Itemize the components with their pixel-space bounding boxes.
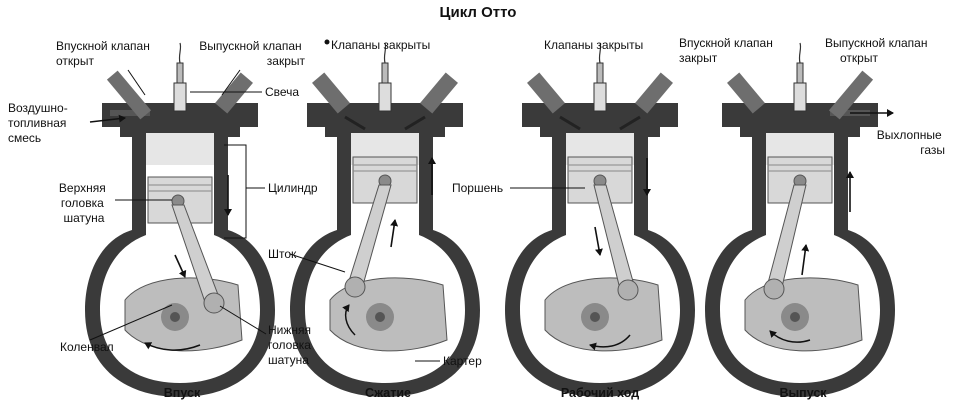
caption-exhaust: Выпуск bbox=[779, 386, 827, 400]
engine-compression bbox=[289, 42, 481, 398]
caption-power: Рабочий ход bbox=[561, 386, 639, 400]
label-piston: Поршень bbox=[452, 181, 503, 195]
engine-intake bbox=[84, 42, 276, 398]
label-crankshaft: Коленвал bbox=[60, 340, 114, 354]
label-valves-closed-2: Клапаны закрыты bbox=[544, 38, 643, 52]
label-exhaust-valve-closed: Выпускной клапан закрыт bbox=[199, 39, 305, 68]
leader-big-end bbox=[219, 305, 267, 335]
leader-crankshaft bbox=[89, 304, 173, 341]
label-spark-plug: Свеча bbox=[265, 85, 299, 99]
arrow-air-fuel bbox=[89, 114, 126, 123]
diagram-title: Цикл Отто bbox=[440, 4, 517, 21]
leader-rod bbox=[289, 253, 346, 273]
leader-exhaust-valve bbox=[221, 69, 241, 96]
label-cylinder: Цилиндр bbox=[268, 181, 318, 195]
cylinder-bracket bbox=[224, 144, 247, 239]
label-small-end: Верхняя головка шатуна bbox=[59, 181, 109, 225]
label-intake-valve-closed: Впускной клапан закрыт bbox=[679, 36, 776, 65]
caption-compression: Сжатие bbox=[365, 386, 411, 400]
label-rod: Шток bbox=[268, 247, 297, 261]
label-big-end: Нижняя головка шатуна bbox=[268, 323, 314, 367]
caption-intake: Впуск bbox=[164, 386, 201, 400]
leader-intake-valve bbox=[127, 69, 146, 96]
dot-valves-closed bbox=[324, 39, 330, 45]
label-intake-valve-open: Впускной клапан открыт bbox=[56, 39, 153, 68]
label-exhaust-valve-open: Выпускной клапан открыт bbox=[825, 36, 931, 65]
label-air-fuel-mix: Воздушно- топливная смесь bbox=[8, 101, 71, 145]
engine-power bbox=[504, 42, 696, 398]
label-crankcase: Картер bbox=[443, 354, 482, 368]
engine-exhaust bbox=[704, 42, 896, 398]
label-valves-closed-1: Клапаны закрыты bbox=[331, 38, 430, 52]
label-exhaust-gases: Выхлопные газы bbox=[877, 128, 945, 157]
